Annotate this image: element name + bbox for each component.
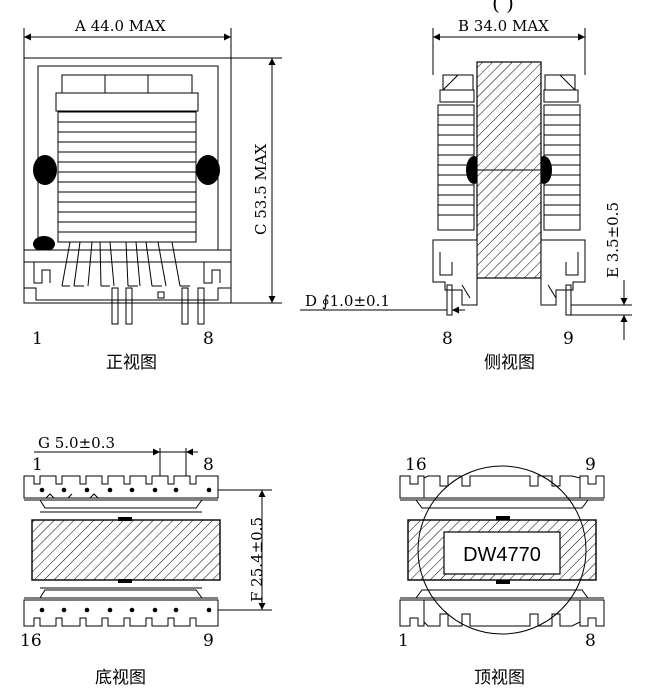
bottom-pins-top [39,487,212,493]
bottom-pin-tl: 1 [32,455,43,475]
side-pin-right: 9 [563,329,574,349]
bottom-core [31,519,221,581]
dimension-d: D ∮1.0±0.1 [305,292,390,310]
header-fragment: ( ) [492,0,514,15]
dimension-f: F 25.4±0.5 [248,517,266,602]
bottom-pin-br: 9 [203,631,214,651]
bottom-pin-bl: 16 [20,631,42,651]
bottom-caption: 底视图 [95,668,146,688]
front-coil-windings [57,111,197,243]
side-caption: 侧视图 [484,353,535,373]
top-pin-tr: 9 [585,455,596,475]
front-pin-right: 8 [203,329,214,349]
front-view: A 44.0 MAX [23,17,282,373]
dimension-a: A 44.0 MAX [74,17,166,35]
front-clip-left [33,155,57,185]
front-caption: 正视图 [106,353,157,373]
dimension-g: G 5.0±0.3 [38,434,115,452]
side-pin-left: 8 [442,329,453,349]
top-pin-br: 8 [585,631,596,651]
part-label-box [443,531,561,575]
bottom-pin-tr: 8 [203,455,214,475]
side-view: B 34.0 MAX [300,17,632,373]
top-coil-outline [417,465,587,635]
front-clip-right [196,155,220,185]
bottom-view: G 5.0±0.3 1 8 F 25.4±0.5 16 9 [20,434,272,688]
bottom-pins-bottom [39,607,212,613]
top-caption: 顶视图 [474,668,525,688]
front-terminal-leads [61,241,190,287]
dimension-c: C 53.5 MAX [252,143,270,235]
top-pin-bl: 1 [398,631,409,651]
dimension-e: E 3.5±0.5 [604,202,622,278]
dimension-b: B 34.0 MAX [458,17,549,35]
part-number: DW4770 [463,544,541,566]
top-view: 16 9 DW4770 1 8 顶视图 [398,455,605,688]
top-pin-tl: 16 [405,455,427,475]
front-pin-left: 1 [32,329,43,349]
